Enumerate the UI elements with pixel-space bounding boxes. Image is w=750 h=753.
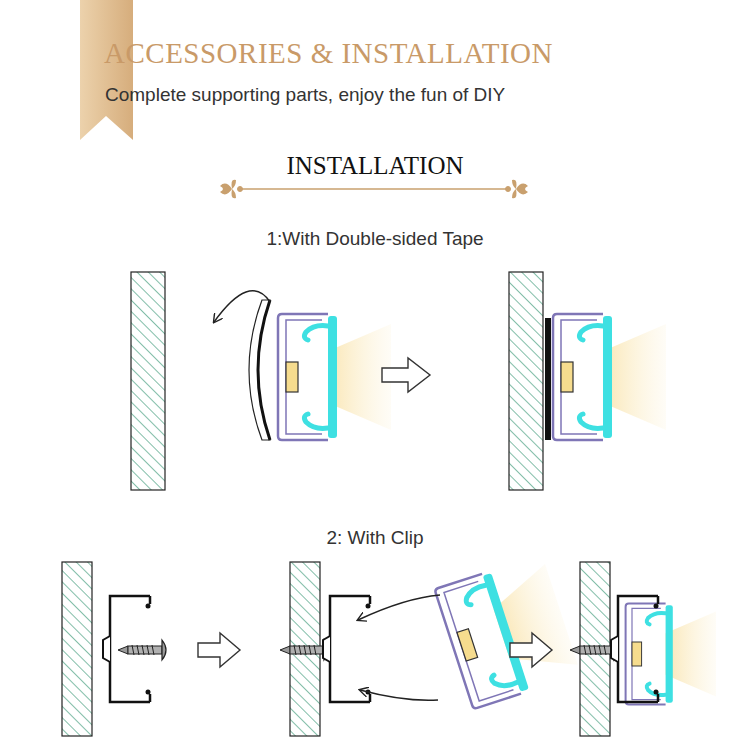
page-title: ACCESSORIES & INSTALLATION	[104, 36, 553, 71]
section-heading: INSTALLATION	[286, 151, 463, 181]
subtitle: Complete supporting parts, enjoy the fun…	[105, 84, 505, 107]
step-label: 1:With Double-sided Tape	[266, 228, 483, 251]
step-label: 2: With Clip	[326, 527, 423, 550]
